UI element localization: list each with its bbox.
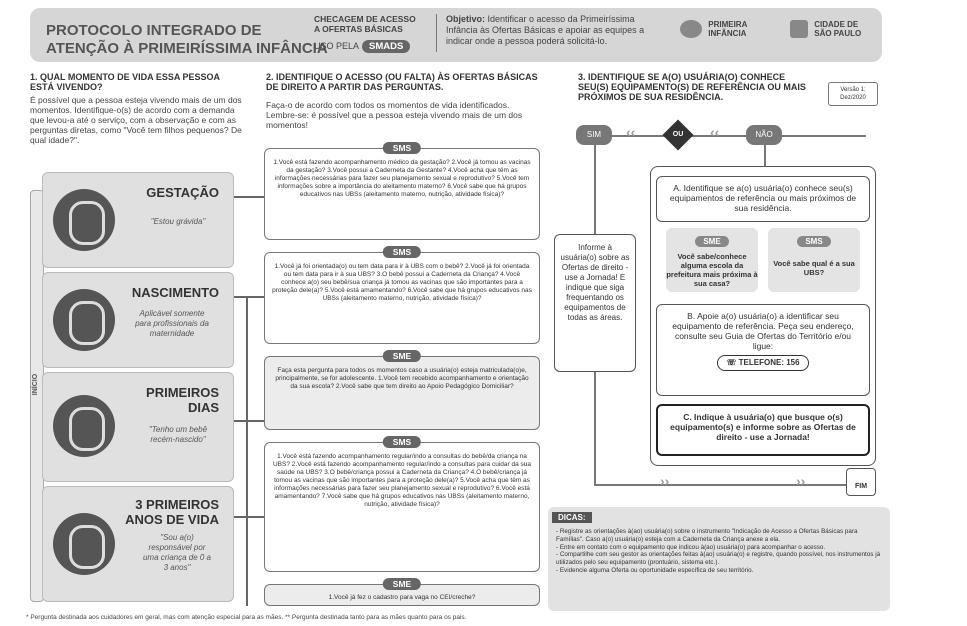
sme-tag: SME [382,350,422,362]
stage-3-primeiros-anos[interactable]: 3 PRIMEIROS ANOS DE VIDA "Sou a(o) respo… [42,486,234,602]
sms-tag: SMS [797,236,831,247]
version-label: Versão 1: Dez/2020 [828,82,878,106]
dicas-panel [548,507,890,611]
flow-line [580,135,866,137]
smads-badge: SMADS [362,40,411,53]
page-title: PROTOCOLO INTEGRADO DE ATENÇÃO À PRIMEIR… [46,22,328,57]
connector-arrow [234,296,264,298]
connector-vertical [764,145,766,166]
child-icon [53,513,115,575]
stage-quote: "Estou grávida" [150,217,206,226]
header-divider [436,14,437,52]
stage-quote: "Sou a(o) responsável por uma criança de… [142,533,212,572]
section-1-heading: 1. QUAL MOMENTO DE VIDA ESSA PESSOA ESTÁ… [30,72,220,92]
flow-line-bottom [594,484,846,486]
step-a-box: A. Identifique se a(o) usuária(o) conhec… [656,176,870,222]
dica-item: - Compartilhe com seu gestor as orientaç… [556,551,881,567]
chevron-left-icon: ‹‹ [626,124,636,140]
children-icon [680,20,702,38]
question-box-3-anos: SMS 1.Você está fazendo acompanhamento r… [264,436,540,572]
nao-branch-box [650,166,876,466]
sms-question: Você sabe qual é a sua UBS? [773,259,855,277]
mother-baby-icon [53,395,115,457]
stage-title: 3 PRIMEIROS ANOS DE VIDA [125,497,219,527]
stage-primeiros-dias[interactable]: PRIMEIROS DIAS "Tenho um bebê recém-nasc… [42,372,234,482]
question-box-nascimento: SMS 1.Você já foi orientada(o) ou tem da… [264,246,540,344]
fim-marker: FIM [846,468,876,496]
sim-badge: SIM [576,125,612,145]
step-c-box: C. Indique à usuária(o) que busque o(s) … [656,404,870,456]
section-3-heading: 3. IDENTIFIQUE SE A(O) USUÁRIA(O) CONHEC… [578,72,806,102]
coat-of-arms-icon [790,20,808,38]
dica-item: - Registre as orientações à(ao) usuária(… [556,528,858,543]
question-box-cei: SME 1.Você já fez o cadastro para vaga n… [264,578,540,606]
stage-title: PRIMEIROS DIAS [146,385,219,415]
step-b-text: B. Apoie a(o) usuária(o) a identificar s… [672,311,854,351]
informe-box: Informe à usuária(o) sobre as Ofertas de… [554,234,636,372]
pregnant-icon [53,189,115,251]
stage-title: NASCIMENTO [131,285,219,300]
dicas-title: DICAS: [552,512,592,523]
chevron-right-icon: ›› [796,473,806,489]
chevron-left-icon: ‹‹ [710,124,720,140]
stage-gestacao[interactable]: GESTAÇÃO "Estou grávida" [42,172,234,268]
header-banner [30,8,882,62]
question-list: 1.Você já foi orientada(o) ou tem data p… [272,263,532,302]
question-list: Faça esta pergunta para todos os momento… [275,367,529,390]
sme-tag: SME [695,236,729,247]
connector-arrow [234,420,264,422]
newborn-icon [53,289,115,351]
stage-nascimento[interactable]: NASCIMENTO Aplicável somente para profis… [42,272,234,368]
connector-arrow [234,516,264,518]
checagem-label: CHECAGEM DE ACESSO A OFERTAS BÁSICAS [314,14,416,34]
question-box-gestacao: SMS 1.Você está fazendo acompanhamento m… [264,142,540,240]
connector-vertical [594,372,596,484]
question-list: 1.Você está fazendo acompanhamento médic… [273,159,531,198]
sms-tag: SMS [382,436,422,448]
dica-item: - Entre em contato com o equipamento que… [556,543,826,551]
dica-item: - Evidencie alguma Oferta ou oportunidad… [556,566,754,574]
sms-tag: SMS [382,246,422,258]
telefone-badge[interactable]: ☏ TELEFONE: 156 [717,355,809,371]
dicas-list: - Registre as orientações à(ao) usuária(… [556,528,886,575]
section-1-intro: É possível que a pessoa esteja vivendo m… [30,95,242,145]
question-box-primeiros-dias: SME Faça esta pergunta para todos os mom… [264,350,540,430]
sme-tag: SME [382,578,422,590]
section-2-intro: Faça-o de acordo com todos os momentos d… [266,100,523,130]
objetivo-text: Objetivo: Identificar o acesso da Primei… [446,14,645,46]
stage-title: GESTAÇÃO [146,185,219,200]
connector-arrow [234,196,264,198]
stage-quote: "Tenho um bebê recém-nascido" [148,425,208,444]
sms-question-card: SMS Você sabe qual é a sua UBS? [768,228,860,292]
chevron-right-icon: ›› [660,473,670,489]
nao-badge: NÃO [746,125,782,145]
section-2-heading: 2. IDENTIFIQUE O ACESSO (OU FALTA) ÀS OF… [266,72,538,92]
footnote: * Pergunta destinada aos cuidadores em g… [26,614,467,621]
sms-tag: SMS [382,142,422,154]
ou-diamond: OU [662,119,694,151]
connector-vertical [594,145,596,234]
question-list: 1.Você já fez o cadastro para vaga no CE… [328,594,476,601]
sme-question: Você sabe/conhece alguma escola da prefe… [666,252,758,288]
stage-quote: Aplicável somente para profissionais da … [135,309,209,338]
connector-vertical [246,296,248,606]
sme-question-card: SME Você sabe/conhece alguma escola da p… [666,228,758,292]
step-b-box: B. Apoie a(o) usuária(o) a identificar s… [656,304,870,396]
question-list: 1.Você está fazendo acompanhamento regul… [272,453,531,508]
